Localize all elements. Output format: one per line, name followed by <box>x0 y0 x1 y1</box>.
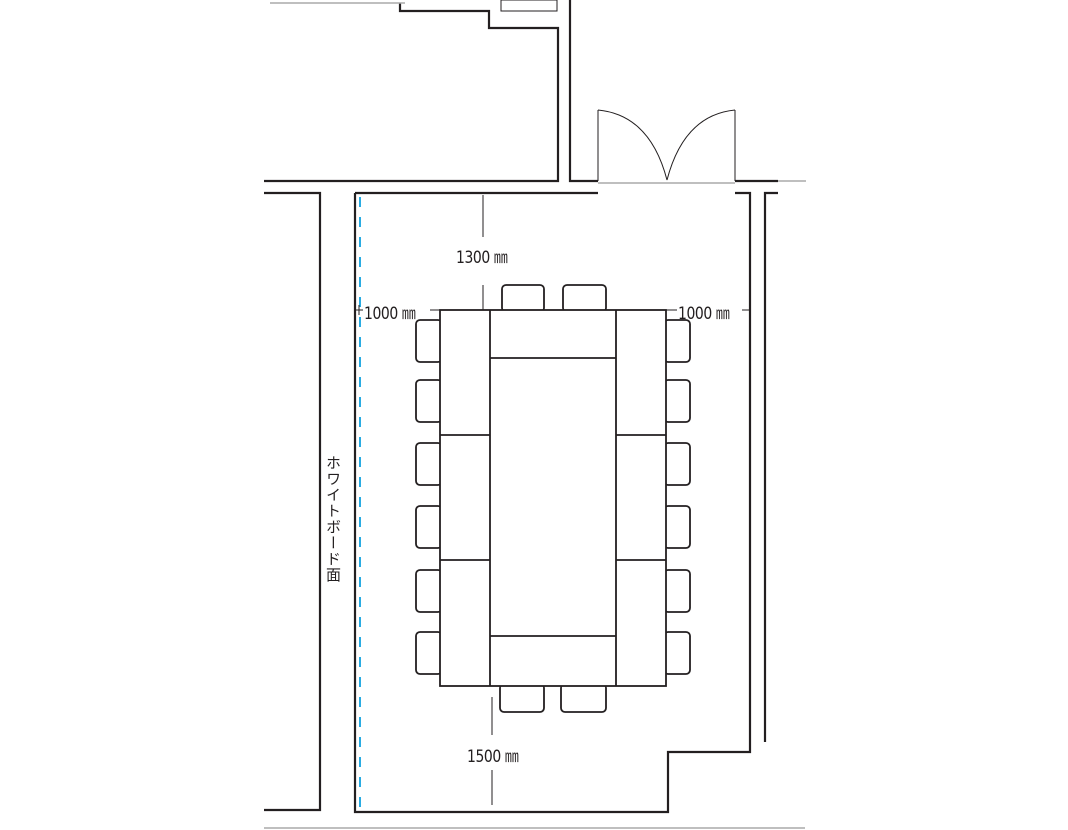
walls <box>264 0 806 829</box>
dimension-bottom-label: 1500 ㎜ <box>467 747 519 767</box>
chairs-left <box>415 319 443 675</box>
dimension-right-label: 1000 ㎜ <box>678 304 730 324</box>
chairs-right <box>663 319 691 675</box>
dimension-left-label: 1000 ㎜ <box>364 304 416 324</box>
dimension-top-label: 1300 ㎜ <box>456 248 508 268</box>
chairs-bottom <box>499 683 607 713</box>
conference-table <box>439 309 667 687</box>
chairs-top <box>501 284 607 313</box>
double-door <box>597 109 736 184</box>
dimension-lines <box>355 195 750 805</box>
whiteboard-label: ホワイトボード面 <box>324 455 342 583</box>
